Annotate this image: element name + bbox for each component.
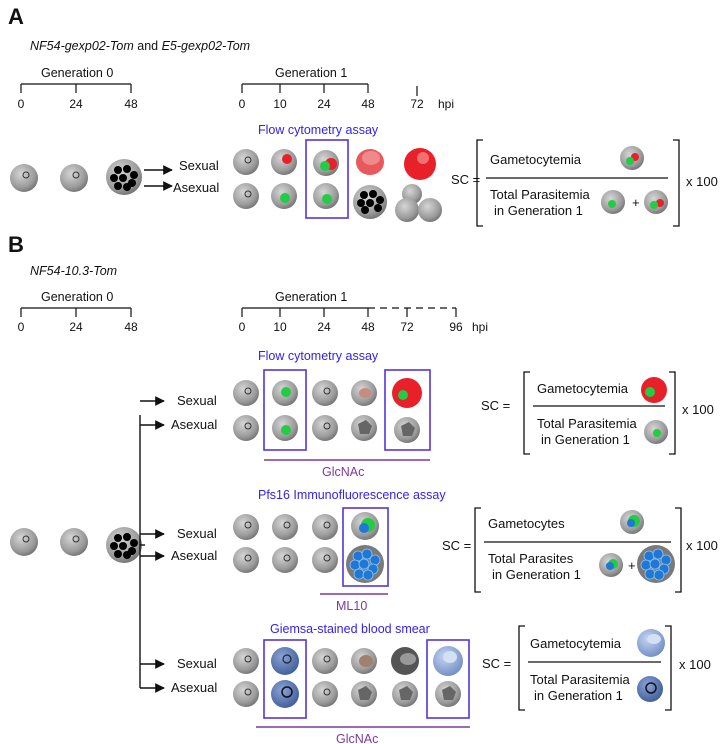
panel-b-gen0-cells — [10, 527, 142, 563]
panel-a-strain-line: NF54-gexp02-Tom and E5-gexp02-Tom — [30, 39, 250, 53]
panel-b-denominator-3a: Total Parasitemia — [530, 672, 630, 687]
panel-b-drug-2: ML10 — [336, 599, 367, 613]
panel-a-gen1-tick: 24 — [317, 97, 331, 111]
panel-a-brackets — [476, 139, 680, 227]
panel-b-sc-lhs-2: SC = — [442, 538, 471, 553]
panel-b-plus-2: + — [628, 558, 636, 573]
panel-b-numerator-1: Gametocytemia — [537, 381, 629, 396]
panel-b-numerator-3: Gametocytemia — [530, 636, 622, 651]
panel-b-sc-lhs-3: SC = — [482, 656, 511, 671]
panel-b-gen1-timeline — [241, 307, 457, 317]
panel-b-gen1-tick: 72 — [400, 320, 414, 334]
panel-a-sc-lhs: SC = — [451, 172, 480, 187]
panel-b-asexual-label-1: Asexual — [171, 417, 217, 432]
panel-a-sexual-label: Sexual — [179, 158, 219, 173]
panel-a-gen0-tick: 48 — [124, 97, 138, 111]
panel-a-label: A — [8, 4, 24, 29]
panel-a-strain-2: E5-gexp02-Tom — [162, 39, 250, 53]
panel-a-plus: + — [632, 195, 640, 210]
panel-a-strain-joiner: and — [134, 39, 162, 53]
panel-b-box-3b — [426, 639, 470, 719]
panel-b-gen1-tick: 10 — [273, 320, 287, 334]
panel-b-denominator-2b: in Generation 1 — [492, 567, 581, 582]
panel-b-assay-1: Flow cytometry assay — [258, 349, 379, 363]
panel-a-asexual-label: Asexual — [173, 180, 219, 195]
panel-a-asexual-row — [233, 183, 442, 222]
panel-b-row3-cells — [233, 646, 463, 708]
panel-b-assay-3: Giemsa-stained blood smear — [270, 622, 430, 636]
schizont-merozoites — [110, 165, 138, 191]
panel-b-sc-lhs-1: SC = — [481, 398, 510, 413]
panel-b-box-2 — [342, 507, 389, 587]
panel-a-times: x 100 — [686, 174, 718, 189]
panel-b-denominator-2a: Total Parasites — [488, 551, 574, 566]
panel-b-sexual-label-3: Sexual — [177, 656, 217, 671]
panel-a-gen1-timeline — [241, 83, 418, 96]
panel-a-strain-1: NF54-gexp02-Tom — [30, 39, 134, 53]
panel-a-gen0-timeline — [20, 83, 132, 93]
panel-a-denominator-2: in Generation 1 — [494, 203, 583, 218]
panel-b-gen0-tick: 24 — [69, 320, 83, 334]
panel-a-gen1-tick: 48 — [361, 97, 375, 111]
panel-a-gen1-tick: 10 — [273, 97, 287, 111]
panel-b-denominator-1a: Total Parasitemia — [537, 416, 637, 431]
panel-b-hpi: hpi — [472, 320, 488, 334]
panel-b-label: B — [8, 232, 24, 257]
panel-b-times-2: x 100 — [686, 538, 718, 553]
panel-a-hpi: hpi — [438, 97, 454, 111]
panel-b-gen0-timeline — [20, 307, 132, 317]
panel-b-gen1-tick: 48 — [361, 320, 375, 334]
panel-b-sexual-label-2: Sexual — [177, 526, 217, 541]
panel-b-denominator-3b: in Generation 1 — [534, 688, 623, 703]
panel-a-sexual-row — [233, 148, 436, 180]
panel-a-gen0-tick: 24 — [69, 97, 83, 111]
panel-b-sexual-label-1: Sexual — [177, 393, 217, 408]
gametocyte-red — [404, 148, 436, 180]
panel-b-box-1b — [384, 369, 431, 451]
rbc-cell — [60, 164, 88, 192]
panel-b-denominator-1b: in Generation 1 — [541, 432, 630, 447]
panel-b-asexual-label-3: Asexual — [171, 680, 217, 695]
panel-b-row2-cells — [233, 512, 384, 583]
panel-b-row1-cells — [233, 378, 422, 443]
panel-b-numerator-2: Gametocytes — [488, 516, 565, 531]
panel-b-times-1: x 100 — [682, 402, 714, 417]
panel-b-branch — [139, 415, 145, 688]
panel-a-assay-box — [305, 139, 349, 219]
panel-a-extra-tick: 72 — [410, 97, 424, 111]
panel-a-gen1-title: Generation 1 — [275, 66, 347, 80]
panel-a-gen0-title: Generation 0 — [41, 66, 113, 80]
panel-b-box-3a — [263, 639, 307, 719]
panel-b-box-1a — [263, 369, 307, 451]
panel-b-drug-3: GlcNAc — [336, 732, 378, 744]
panel-b-gen1-tick: 96 — [449, 320, 463, 334]
panel-a-assay: Flow cytometry assay — [258, 123, 379, 137]
panel-b-gen0-title: Generation 0 — [41, 290, 113, 304]
panel-b-assay-2: Pfs16 Immunofluorescence assay — [258, 488, 446, 502]
panel-b-brackets-3 — [518, 625, 672, 711]
panel-b-gen0-tick: 0 — [18, 320, 25, 334]
panel-b-brackets-2 — [474, 507, 682, 593]
panel-a-numerator: Gametocytemia — [490, 152, 582, 167]
panel-b-gen0-tick: 48 — [124, 320, 138, 334]
panel-b-brackets-1 — [523, 371, 676, 455]
panel-a-gen0-cells — [10, 159, 142, 195]
panel-a-gen1-tick: 0 — [239, 97, 246, 111]
panel-b-gen1-tick: 24 — [317, 320, 331, 334]
panel-b-strain: NF54-10.3-Tom — [30, 264, 117, 278]
panel-b-asexual-label-2: Asexual — [171, 548, 217, 563]
panel-a-gen0-tick: 0 — [18, 97, 25, 111]
panel-a-denominator-1: Total Parasitemia — [490, 187, 590, 202]
panel-b-gen1-tick: 0 — [239, 320, 246, 334]
rbc-cell — [10, 164, 38, 192]
panel-b-gen1-title: Generation 1 — [275, 290, 347, 304]
panel-b-drug-1: GlcNAc — [322, 465, 364, 479]
panel-b-times-3: x 100 — [679, 657, 711, 672]
